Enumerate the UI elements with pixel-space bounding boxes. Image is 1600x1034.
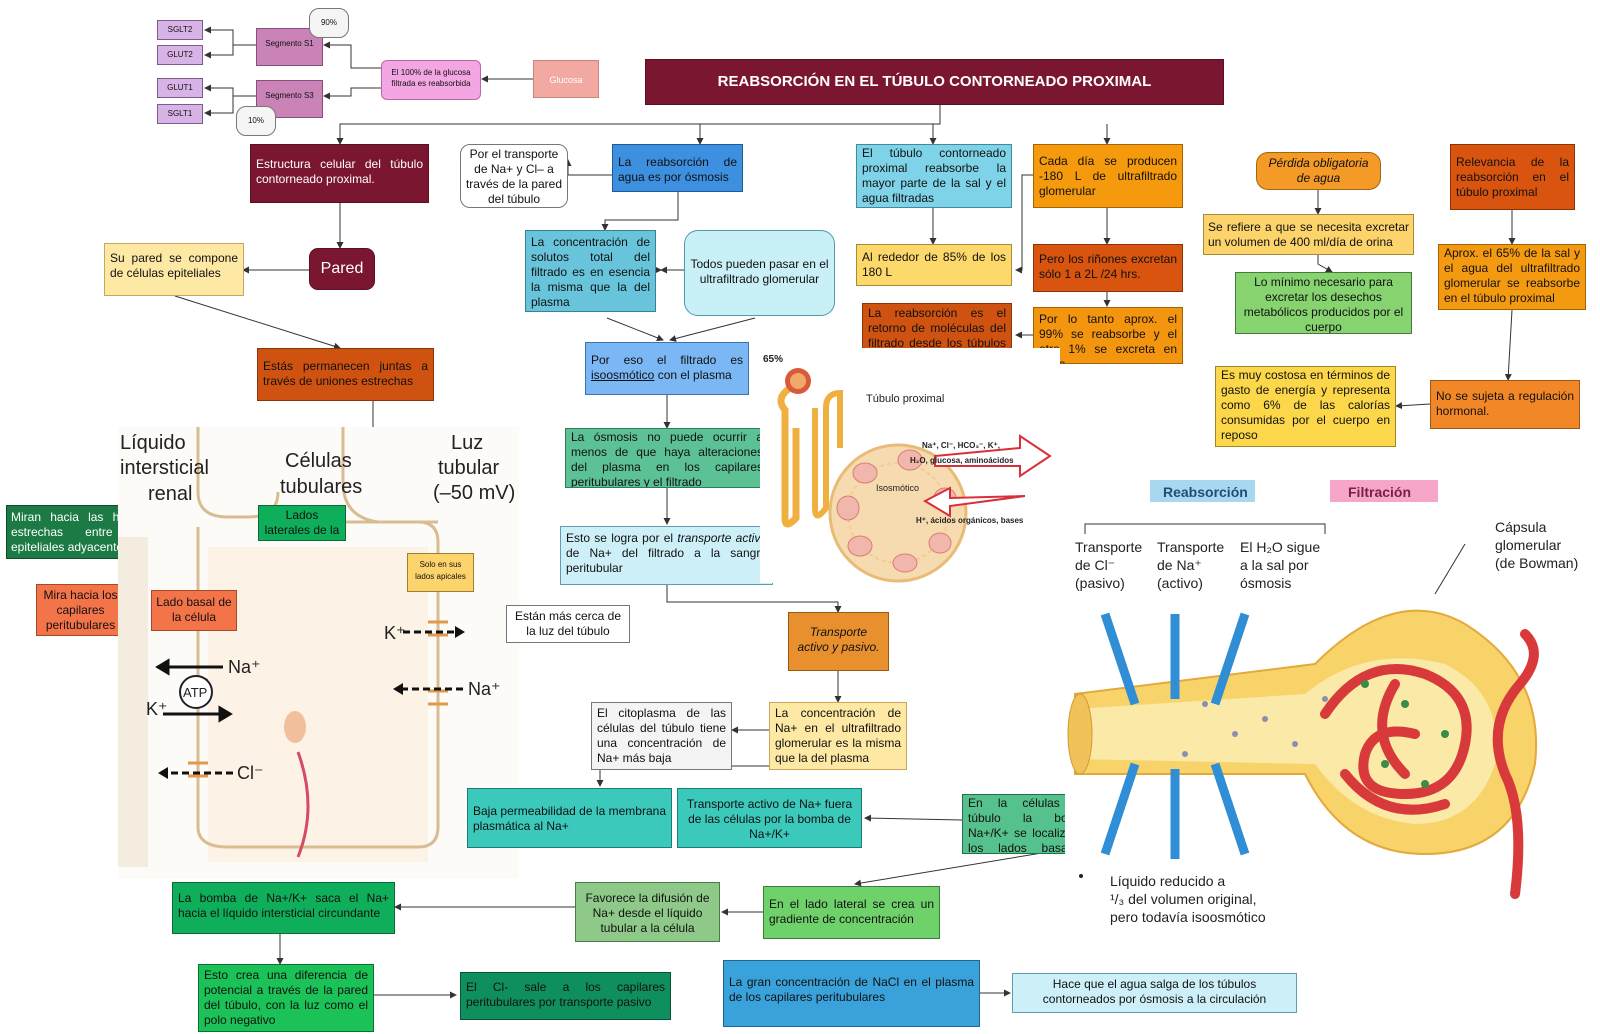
glom-h2o-2: ósmosis bbox=[1240, 575, 1291, 591]
glom-filtracion: Filtración bbox=[1348, 484, 1411, 500]
glom-cl-0: Transporte bbox=[1075, 539, 1142, 555]
epiteliales-node[interactable]: Su pared se compone de células epitelial… bbox=[104, 243, 244, 296]
agua-sale-node[interactable]: Hace que el agua salga de los túbulos co… bbox=[1012, 973, 1297, 1013]
glucosa-reabsorbida-node[interactable]: El 100% de la glucosa filtrada es reabso… bbox=[381, 60, 481, 100]
glom-h2o-0: El H₂O sigue bbox=[1240, 539, 1320, 555]
regulacion-node[interactable]: No se sujeta a regulación hormonal. bbox=[1430, 380, 1580, 429]
glom-cl-2: (pasivo) bbox=[1075, 575, 1125, 591]
osmosis-node[interactable]: La reabsorción de agua es por ósmosis bbox=[612, 144, 743, 192]
osmosis-no-node[interactable]: La ósmosis no puede ocurrir a menos de q… bbox=[565, 428, 769, 488]
cell-cl: Cl⁻ bbox=[237, 763, 264, 783]
todos-node[interactable]: Todos pueden pasar en el ultrafiltrado g… bbox=[684, 230, 835, 316]
activo-node[interactable]: Esto se logra por el transporte activo d… bbox=[560, 526, 773, 585]
nephron-tubulo: Túbulo proximal bbox=[866, 393, 944, 405]
p90-badge: 90% bbox=[309, 8, 349, 38]
pared-node[interactable]: Pared bbox=[309, 248, 375, 290]
nephron-p65: 65% bbox=[763, 354, 783, 365]
glom-na-2: (activo) bbox=[1157, 575, 1203, 591]
transporte-ap-node[interactable]: Transporte activo y pasivo. bbox=[788, 612, 889, 671]
capilares-node[interactable]: Mira hacia los capilares peritubulares bbox=[36, 584, 125, 636]
isoosmotico-text-u: isoosmótico bbox=[591, 368, 655, 382]
potencial-node[interactable]: Esto crea una diferencia de potencial a … bbox=[198, 964, 374, 1032]
sglt2-node[interactable]: SGLT2 bbox=[157, 20, 203, 40]
bomba-node[interactable]: Transporte activo de Na+ fuera de las cé… bbox=[677, 788, 862, 848]
excretan-node[interactable]: Pero los riñones excretan sólo 1 a 2L /2… bbox=[1033, 244, 1183, 292]
saca-node[interactable]: La bomba de Na+/K+ saca el Na+ hacia el … bbox=[172, 882, 395, 934]
concentracion-node[interactable]: La concentración de solutos total del fi… bbox=[525, 230, 656, 312]
segmento-s1-node[interactable]: Segmento S1 bbox=[256, 28, 323, 66]
costosa-node[interactable]: Es muy costosa en términos de gasto de e… bbox=[1215, 366, 1396, 447]
isoosmotico-text-pre: Por eso el filtrado es bbox=[591, 353, 743, 367]
glom-liquido-0: Líquido reducido a bbox=[1110, 873, 1225, 889]
glom-reabsorcion: Reabsorción bbox=[1163, 484, 1248, 500]
glom-capsula-1: glomerular bbox=[1495, 537, 1561, 553]
cell-na-right: Na⁺ bbox=[468, 679, 501, 699]
cell-figure: Líquido intersticial renal Células tubul… bbox=[118, 427, 519, 879]
perdida-node[interactable]: Pérdida obligatoria de agua bbox=[1256, 152, 1381, 190]
glut2-node[interactable]: GLUT2 bbox=[157, 45, 203, 65]
nephron-figure: 65% Túbulo proximal Na⁺, Cl⁻, HCO₃⁻, K⁺,… bbox=[760, 348, 1060, 583]
glom-liquido-1: ¹/₃ del volumen original, bbox=[1110, 891, 1257, 907]
luz-node[interactable]: Están más cerca de la luz del túbulo bbox=[506, 605, 630, 643]
glom-cl-1: de Cl⁻ bbox=[1075, 557, 1115, 573]
uniones-node[interactable]: Estás permanecen juntas a través de unio… bbox=[257, 348, 434, 401]
minimo-node[interactable]: Lo mínimo necesario para excretar los de… bbox=[1235, 272, 1412, 334]
glucosa-node[interactable]: Glucosa bbox=[533, 60, 599, 98]
sglt1-node[interactable]: SGLT1 bbox=[157, 104, 203, 124]
baja-perm-node[interactable]: Baja permeabilidad de la membrana plasmá… bbox=[467, 788, 672, 848]
sal-node[interactable]: El túbulo contorneado proximal reabsorbe… bbox=[856, 144, 1012, 208]
cell-liquido-1: intersticial bbox=[120, 457, 209, 479]
nephron-ions: Na⁺, Cl⁻, HCO₃⁻, K⁺, bbox=[922, 441, 1000, 450]
glomerulus-figure: Reabsorción Filtración Transporte de Cl⁻… bbox=[1065, 474, 1600, 934]
citoplasma-node[interactable]: El citoplasma de las células del túbulo … bbox=[591, 702, 732, 770]
apicales-node[interactable]: Solo en sus lados apicales bbox=[407, 553, 474, 592]
nephron-bases: H⁺, ácidos orgánicos, bases bbox=[916, 516, 1024, 525]
laterales-node[interactable]: Lados laterales de la célula bbox=[258, 505, 346, 541]
cell-na-left: Na⁺ bbox=[228, 657, 261, 677]
activo-text-post: de Na+ del filtrado a la sangre peritubu… bbox=[566, 546, 767, 575]
basal-node[interactable]: Lado basal de la célula bbox=[151, 590, 237, 631]
activo-text-pre: Esto se logra por el bbox=[566, 531, 678, 545]
concentracion-na-node[interactable]: La concentración de Na+ en el ultrafiltr… bbox=[769, 702, 907, 770]
cell-k-left: K⁺ bbox=[146, 699, 168, 719]
gradiente-node[interactable]: En el lado lateral se crea un gradiente … bbox=[763, 886, 940, 939]
p65-node[interactable]: Aprox. el 65% de la sal y el agua del ul… bbox=[1438, 244, 1586, 310]
cell-celulas-1: tubulares bbox=[280, 476, 362, 498]
ml400-node[interactable]: Se refiere a que se necesita excretar un… bbox=[1203, 214, 1414, 255]
cell-celulas-0: Células bbox=[285, 450, 352, 472]
glom-h2o-1: a la sal por bbox=[1240, 557, 1309, 573]
glom-capsula-2: (de Bowman) bbox=[1495, 555, 1578, 571]
favorece-node[interactable]: Favorece la difusión de Na+ desde el líq… bbox=[575, 882, 720, 942]
glom-na-1: de Na⁺ bbox=[1157, 557, 1202, 573]
relevancia-node[interactable]: Relevancia de la reabsorción en el túbul… bbox=[1450, 144, 1575, 210]
cl-sale-node[interactable]: El Cl- sale a los capilares peritubulare… bbox=[460, 972, 671, 1020]
glom-capsula-0: Cápsula bbox=[1495, 519, 1547, 535]
nephron-isosm: Isosmótico bbox=[876, 483, 919, 493]
glut1-node[interactable]: GLUT1 bbox=[157, 78, 203, 98]
cada-dia-node[interactable]: Cada día se producen -180 L de ultrafilt… bbox=[1033, 144, 1183, 208]
cell-liquido-0: Líquido bbox=[120, 432, 186, 454]
glom-liquido-2: pero todavía isoosmótico bbox=[1110, 909, 1266, 925]
p10-badge: 10% bbox=[236, 106, 276, 136]
isoosmotico-node[interactable]: Por eso el filtrado es isoosmótico con e… bbox=[585, 342, 749, 395]
activo-text-em: transporte activo bbox=[677, 531, 767, 545]
estructura-node[interactable]: Estructura celular del túbulo contornead… bbox=[250, 144, 429, 203]
nephron-water: H₂O, glucosa, aminoácidos bbox=[910, 456, 1014, 465]
glom-na-0: Transporte bbox=[1157, 539, 1224, 555]
p85-node[interactable]: Al rededor de 85% de los 180 L bbox=[856, 244, 1012, 286]
cell-atp: ATP bbox=[183, 685, 207, 700]
cell-luz-2: (–50 mV) bbox=[433, 482, 515, 504]
por-transporte-node[interactable]: Por el transporte de Na+ y Cl– a través … bbox=[460, 144, 568, 208]
nacl-node[interactable]: La gran concentración de NaCl en el plas… bbox=[723, 960, 980, 1027]
cell-luz-0: Luz bbox=[451, 432, 483, 454]
isoosmotico-text-post: con el plasma bbox=[654, 368, 732, 382]
page-title: REABSORCIÓN EN EL TÚBULO CONTORNEADO PRO… bbox=[645, 59, 1224, 105]
cell-k-right: K⁺ bbox=[384, 623, 406, 643]
cell-liquido-2: renal bbox=[148, 483, 192, 505]
cell-luz-1: tubular bbox=[438, 457, 499, 479]
